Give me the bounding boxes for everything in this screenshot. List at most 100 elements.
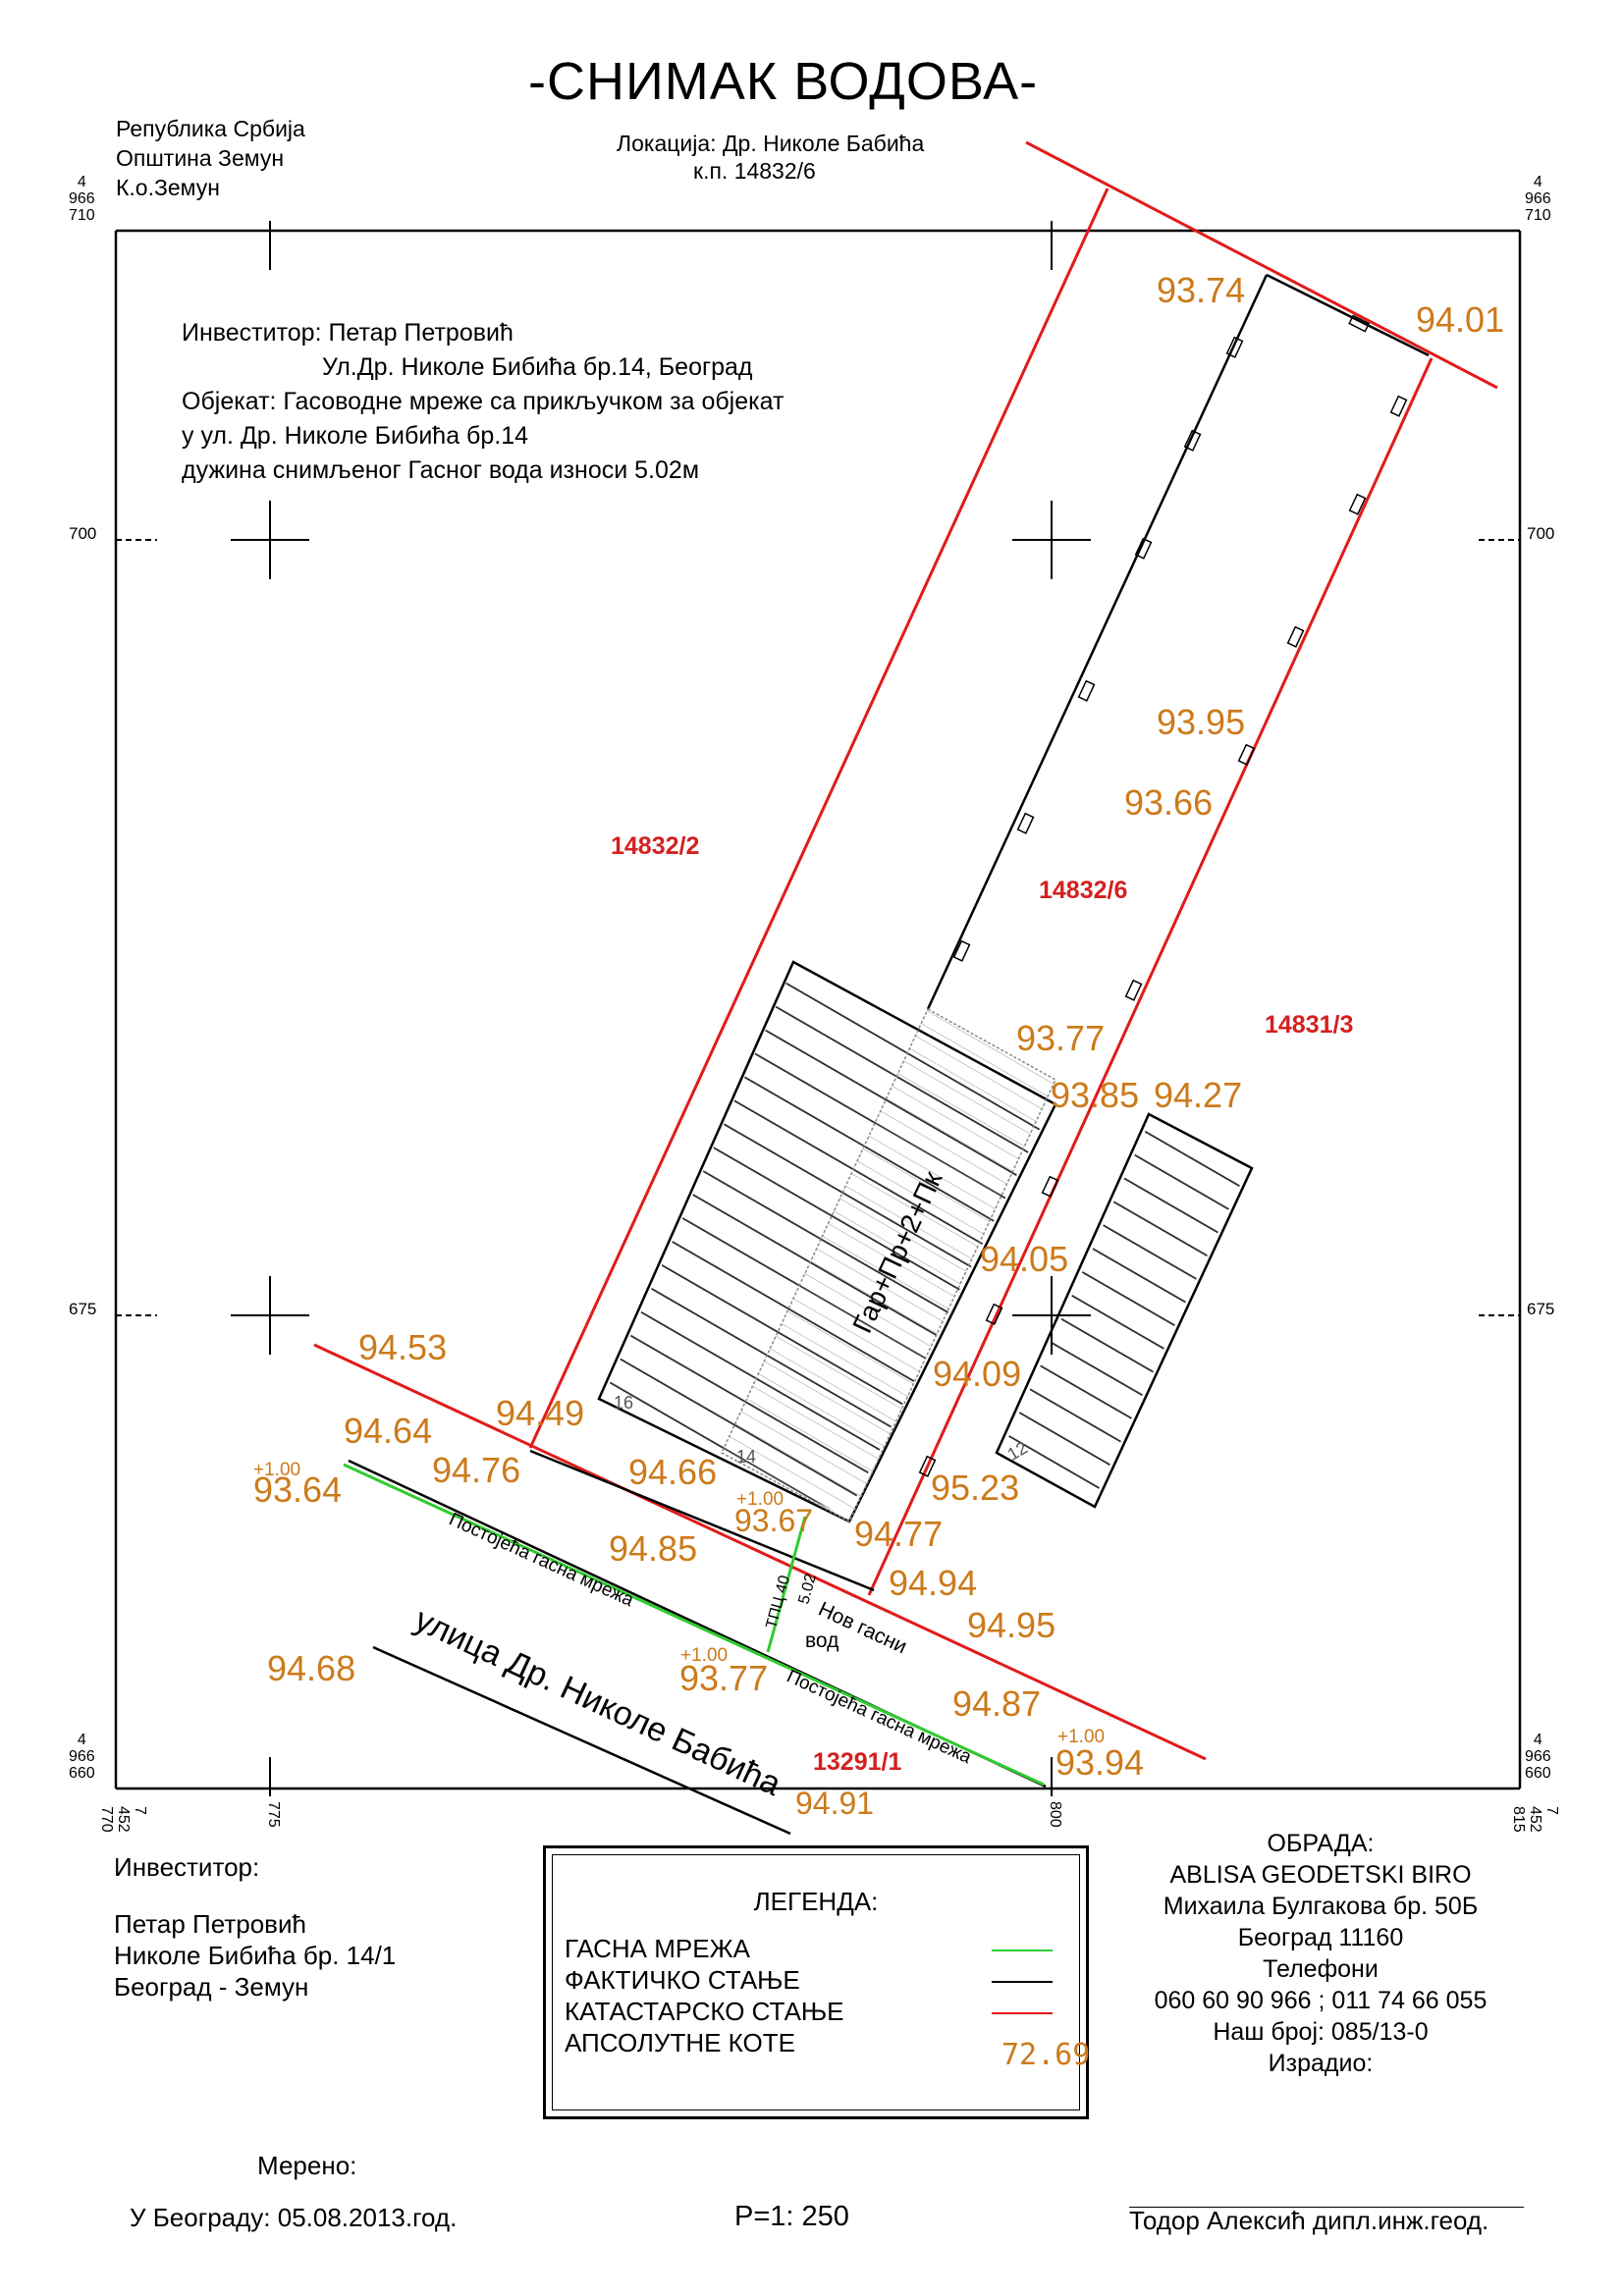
elevation-label: 94.64 — [344, 1411, 432, 1451]
footer-investor-address: Николе Бибића бр. 14/1 — [114, 1941, 397, 1970]
footer-investor-label: Инвеститор: — [114, 1852, 260, 1882]
date-line: У Београду: 05.08.2013.год. — [130, 2203, 458, 2232]
elevation-label: 94.85 — [609, 1528, 697, 1569]
legend-item-gas: ГАСНА МРЕЖА — [565, 1934, 750, 1963]
elevation-label: 94.09 — [933, 1354, 1021, 1394]
signature: Тодор Алексић дипл.инж.геод. — [1129, 2206, 1489, 2235]
legend-swatch-elevation: 72.69 — [1001, 2038, 1091, 2072]
pipe-length-label: 5.02 — [795, 1572, 820, 1606]
elevation-label: 94.27 — [1154, 1075, 1242, 1115]
new-gas-label: вод — [805, 1629, 839, 1652]
offset-label: +1.00 — [736, 1489, 784, 1510]
length-line: дужина снимљеног Гасног вода износи 5.02… — [182, 456, 700, 484]
grid-label-top-left: 4 966 710 — [69, 174, 95, 224]
pipe-label: ТПЦ 40 — [763, 1574, 793, 1630]
elevation-label: 93.77 — [1016, 1018, 1105, 1058]
processing-line: Београд 11160 — [1237, 1924, 1404, 1951]
grid-digit: 660 — [69, 1764, 95, 1782]
fence-ticks — [918, 314, 1408, 1477]
investor-line: Инвеститор: Петар Петровић — [182, 319, 514, 347]
processing-line: ABLISA GEODETSKI BIRO — [1169, 1861, 1472, 1889]
parcel-line: к.п. 14832/6 — [693, 158, 816, 184]
grid-digit: 4 — [77, 174, 86, 190]
elevation-label: 93.94 — [1055, 1742, 1144, 1783]
footer-investor-city: Београд - Земун — [114, 1972, 309, 2002]
elevation-label: 93.64 — [253, 1469, 342, 1510]
gas-lines — [343, 1463, 1045, 1787]
elevation-label: 94.91 — [795, 1786, 874, 1821]
parcel-label: 13291/1 — [813, 1748, 901, 1776]
building-hatch-right — [1001, 1119, 1247, 1502]
elevation-label: 93.95 — [1157, 702, 1245, 742]
legend-swatch-actual — [992, 1981, 1053, 1983]
elevation-label: 93.67 — [734, 1503, 813, 1538]
grid-label-bottom-right: 4 966 660 — [1525, 1732, 1551, 1782]
processing-line: Израдио: — [1268, 2050, 1374, 2077]
legend-item-actual: ФАКТИЧКО СТАЊЕ — [565, 1965, 800, 1995]
parcel-label: 14831/3 — [1265, 1011, 1353, 1039]
investor-address-line: Ул.Др. Николе Бибића бр.14, Београд — [322, 353, 753, 381]
elevation-label: 94.95 — [967, 1605, 1055, 1645]
building-number: 14 — [736, 1447, 756, 1467]
processing-line: 060 60 90 966 ; 011 74 66 055 — [1154, 1987, 1488, 2014]
legend-item-cadastral: КАТАСТАРСКО СТАЊЕ — [565, 1997, 844, 2026]
elevation-label: 93.66 — [1124, 782, 1213, 823]
grid-row-label: 675 — [1527, 1300, 1555, 1318]
elevation-label: 94.94 — [889, 1563, 977, 1603]
location-line: Локација: Др. Николе Бабића — [617, 131, 925, 156]
elevation-labels: 93.74 94.01 93.95 93.66 93.77 93.85 94.2… — [253, 270, 1504, 1821]
object-address-line: у ул. Др. Николе Бибића бр.14 — [182, 422, 529, 450]
parcel-labels: 14832/2 14832/6 14831/3 13291/1 — [611, 832, 1353, 1776]
elevation-label: 93.85 — [1051, 1075, 1139, 1115]
offset-label: +1.00 — [1057, 1727, 1105, 1747]
grid-row-label: 700 — [69, 524, 97, 543]
grid-digit: 660 — [1525, 1764, 1551, 1782]
grid-digit: 966 — [1525, 189, 1551, 207]
grid-label-top-right: 4 966 710 — [1525, 174, 1551, 224]
processing-line: Наш број: 085/13-0 — [1213, 2018, 1429, 2046]
offset-label: +1.00 — [253, 1460, 300, 1480]
elevation-label: 93.74 — [1157, 270, 1245, 310]
measured-label: Мерено: — [257, 2151, 357, 2180]
legend: ЛЕГЕНДА: ГАСНА МРЕЖА ФАКТИЧКО СТАЊЕ КАТА… — [543, 1845, 1091, 2119]
elevation-label: 94.76 — [432, 1450, 520, 1490]
scale-label: Р=1: 250 — [734, 2201, 849, 2232]
footer-investor-name: Петар Петровић — [114, 1909, 306, 1939]
processing-block: ОБРАДА: ABLISA GEODETSKI BIRO Михаила Бу… — [1114, 1828, 1527, 2079]
processing-line: Михаила Булгакова бр. 50Б — [1163, 1893, 1479, 1920]
grid-digit: 966 — [69, 189, 95, 207]
grid-digit: 4 — [77, 1732, 86, 1748]
grid-digit: 966 — [1525, 1747, 1551, 1765]
street-label: улица Др. Николе Бабића — [409, 1601, 786, 1803]
elevation-label: 94.49 — [496, 1393, 584, 1433]
cadastral-municipality-line: К.о.Земун — [116, 175, 220, 200]
grid-digit: 4 — [1533, 1732, 1542, 1748]
offset-label: +1.00 — [680, 1645, 728, 1666]
republic-line: Република Србија — [116, 116, 305, 141]
building-number: 16 — [614, 1393, 633, 1413]
processing-line: ОБРАДА: — [1267, 1830, 1375, 1857]
elevation-label: 93.77 — [679, 1658, 768, 1698]
object-line: Објекат: Гасоводне мреже са прикључком з… — [182, 388, 784, 415]
legend-swatch-gas — [992, 1949, 1053, 1951]
elevation-label: 94.53 — [358, 1327, 447, 1367]
processing-line: Телефони — [1263, 1955, 1379, 1983]
legend-swatch-cadastral — [992, 2012, 1053, 2014]
parcel-label: 14832/6 — [1039, 877, 1127, 904]
municipality-line: Општина Земун — [116, 145, 285, 171]
grid-row-label: 700 — [1527, 524, 1555, 543]
elevation-label: 94.68 — [267, 1648, 355, 1688]
cadastral-lines — [313, 140, 1498, 1761]
elevation-label: 94.05 — [980, 1239, 1068, 1279]
legend-title: ЛЕГЕНДА: — [753, 1887, 879, 1916]
grid-col-label: 775 — [265, 1801, 282, 1828]
grid-digit: 710 — [1525, 206, 1551, 224]
elevation-label: 94.87 — [952, 1683, 1041, 1724]
coordinate-frame — [114, 229, 1522, 1790]
grid-row-label: 675 — [69, 1300, 97, 1318]
grid-label-bottom-left: 4 966 660 — [69, 1732, 95, 1782]
elevation-label: 94.77 — [854, 1514, 943, 1554]
grid-col-label: 800 — [1047, 1801, 1063, 1828]
